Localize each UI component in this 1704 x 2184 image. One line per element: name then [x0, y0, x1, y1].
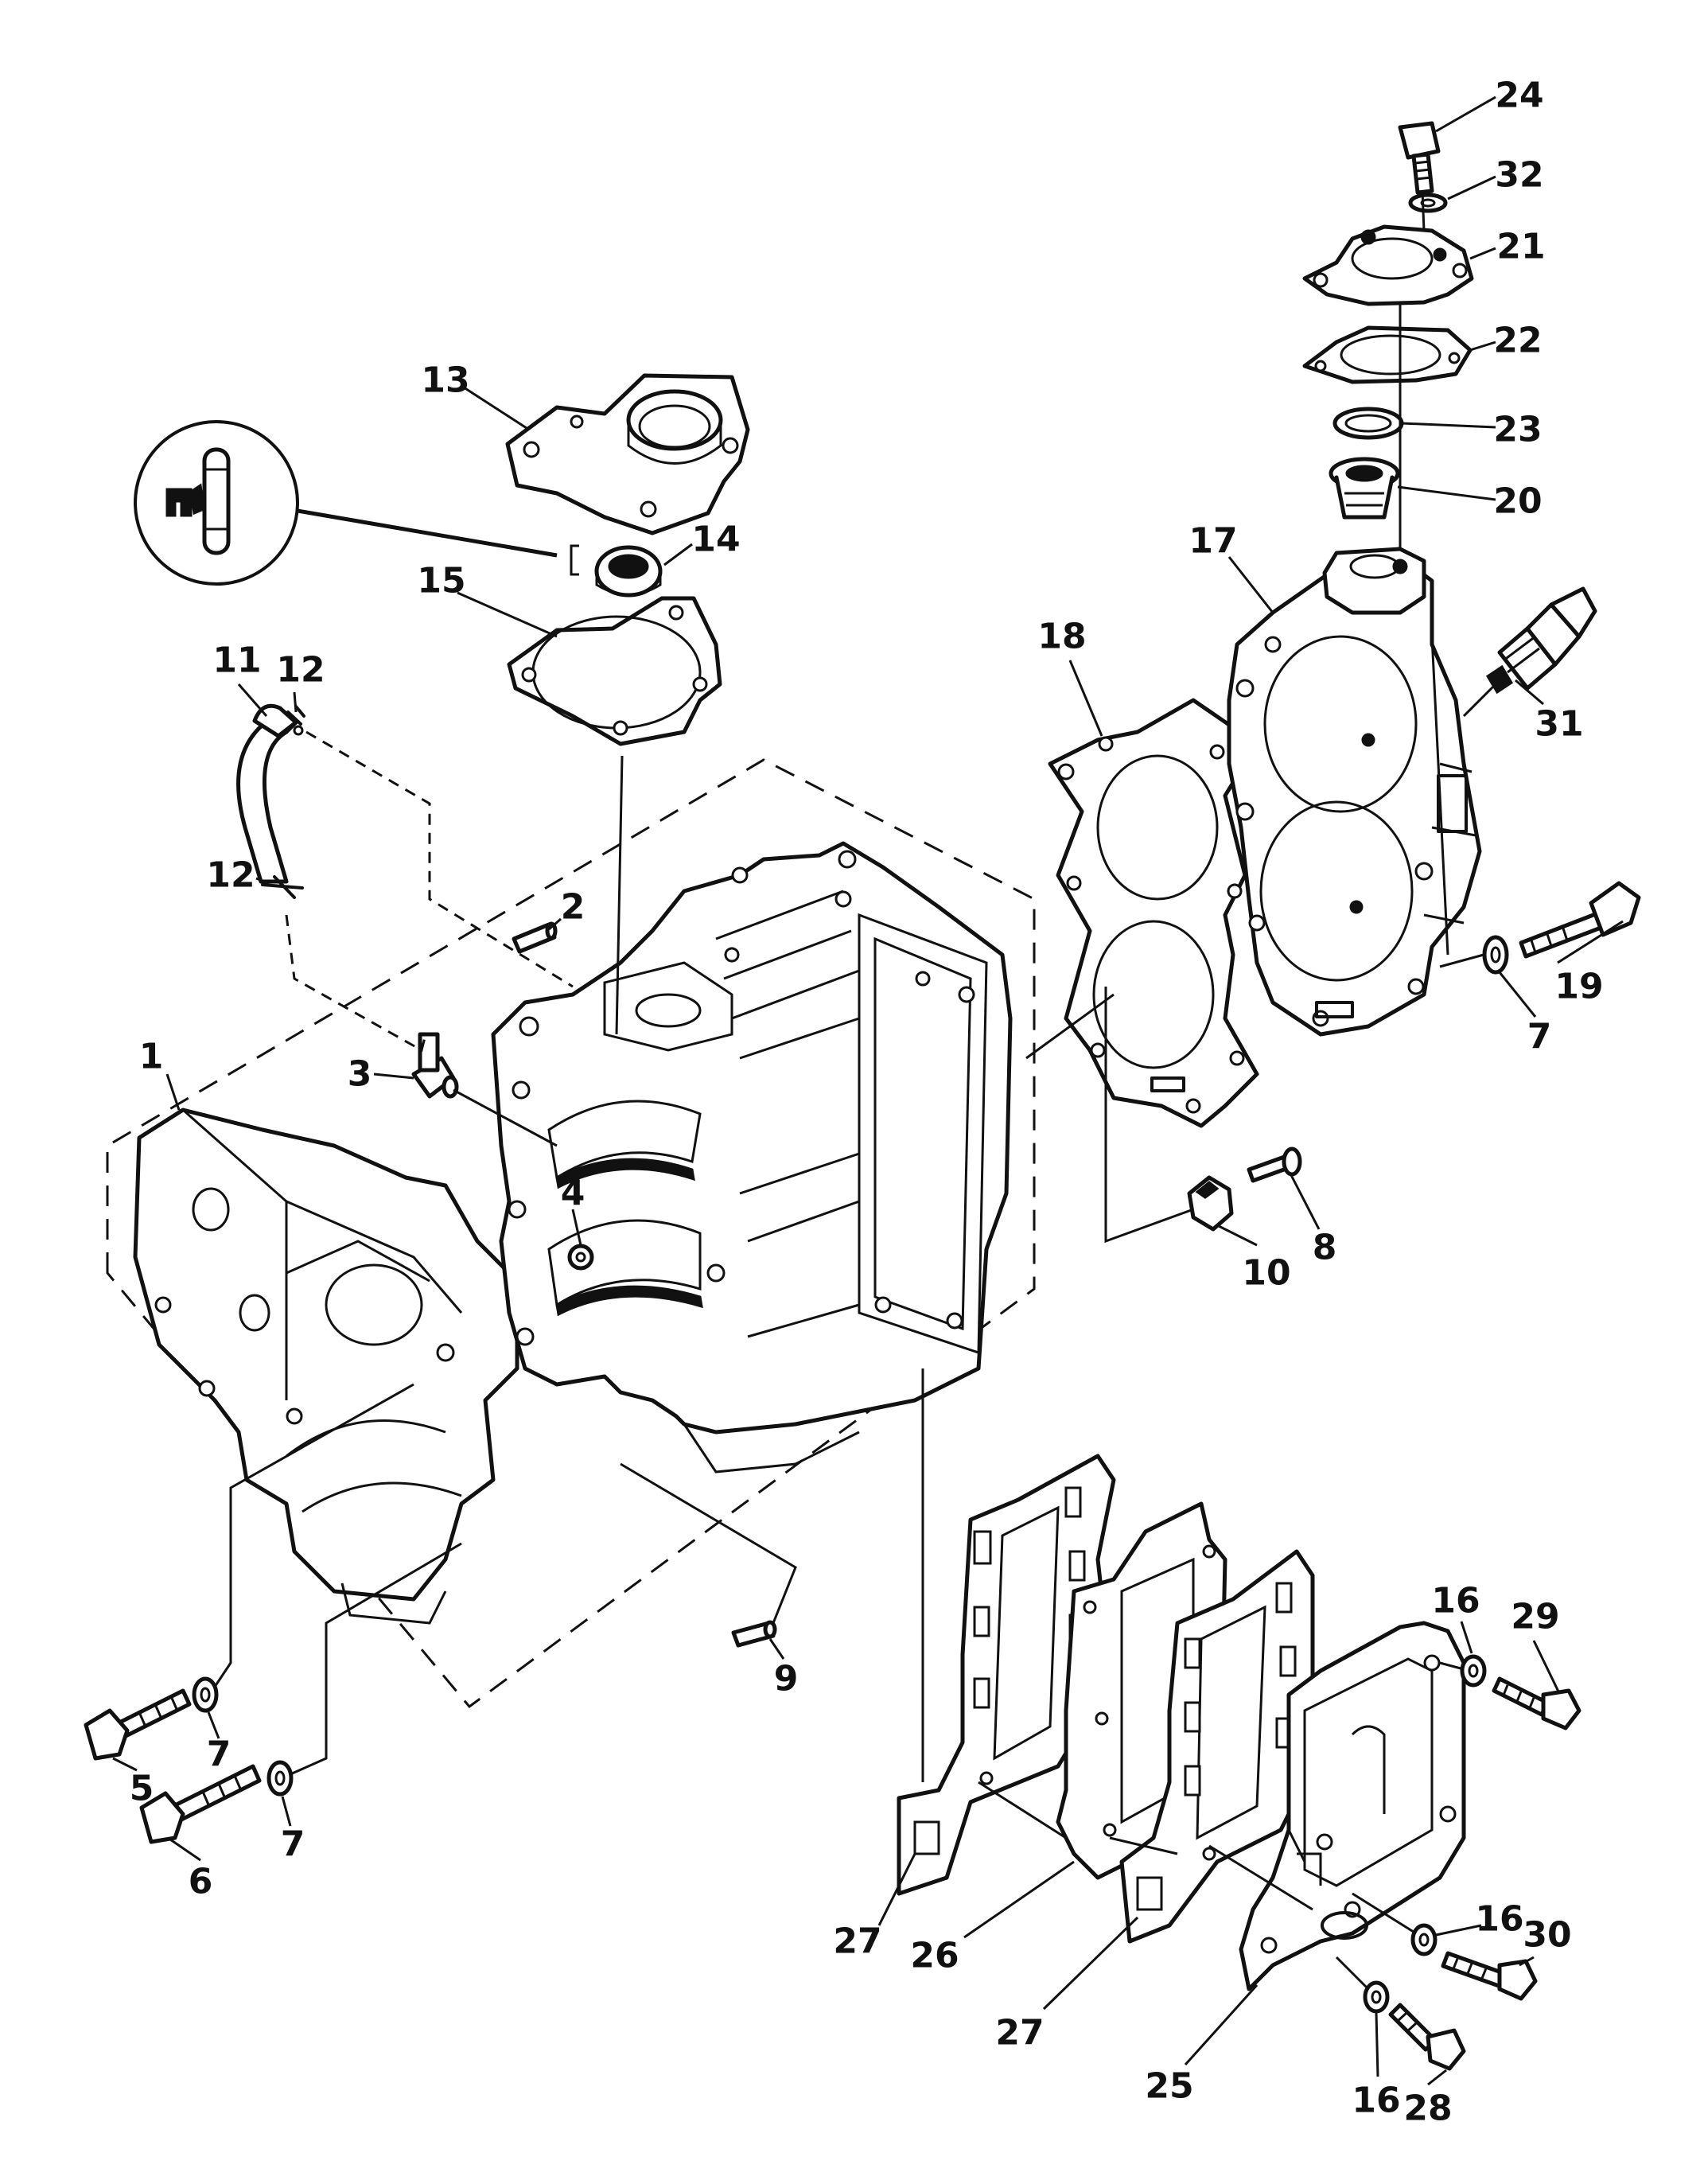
dowel-pin-lower [731, 1620, 777, 1648]
callout-19: 19 [1554, 967, 1603, 1007]
callout-32: 32 [1495, 155, 1543, 196]
assembly-line-washer-30 [1352, 1892, 1417, 1935]
cylinder-head [1227, 547, 1482, 1037]
callout-7-crankcase-upper: 7 [207, 1734, 231, 1775]
crankcase-bolt-long [139, 1764, 262, 1844]
callout-25: 25 [1145, 2066, 1193, 2107]
callout-22: 22 [1493, 321, 1542, 361]
crankcase-bolt-washer-upper [192, 1676, 219, 1713]
assembly-line-end-cap [615, 755, 624, 1035]
callout-12-lower: 12 [206, 855, 255, 896]
assembly-line-spark [1462, 683, 1497, 718]
crankcase-bolt-washer-lower [266, 1760, 294, 1797]
callout-13: 13 [421, 360, 469, 401]
thermostat [1329, 457, 1400, 520]
callout-7-head: 7 [1527, 1017, 1552, 1057]
callout-12-upper: 12 [276, 650, 325, 691]
assembly-line-hose [305, 730, 574, 988]
assembly-line-dowel [620, 1462, 797, 1624]
assembly-line-bolt-24 [1421, 190, 1426, 232]
callout-8: 8 [1313, 1228, 1337, 1268]
end-cap-gasket [507, 596, 722, 746]
callout-31: 31 [1535, 704, 1583, 745]
crankcase-cover [133, 1108, 519, 1625]
exhaust-cover [1239, 1621, 1466, 1991]
exhaust-cover-bolt-lower [1441, 1951, 1538, 2001]
cylinder-block-assembly-outline [106, 758, 1036, 1709]
callout-15: 15 [417, 561, 465, 601]
hose-clamp-upper [286, 705, 305, 736]
callout-28: 28 [1403, 2089, 1452, 2129]
exhaust-gasket-front [1119, 1549, 1315, 1944]
oil-seal [570, 544, 663, 598]
callout-20: 20 [1493, 481, 1542, 522]
callout-29: 29 [1511, 1597, 1559, 1637]
callout-labels: 1 2 3 4 5 6 7 7 7 8 9 10 11 12 12 13 14 … [130, 76, 1604, 2129]
pipe-plug [567, 1244, 594, 1271]
crankcase-bolt-short [84, 1688, 192, 1761]
callout-4: 4 [561, 1174, 586, 1214]
spark-plug [1485, 586, 1597, 695]
cylinder-block [491, 841, 1013, 1474]
callout-14: 14 [691, 520, 740, 560]
exhaust-cover-washer-upper [1460, 1654, 1487, 1688]
thermostat-cover-bolt [1398, 121, 1441, 195]
bolt-washer [1408, 193, 1448, 213]
exhaust-cover-bolt-upper [1492, 1676, 1581, 1730]
callout-27-front: 27 [995, 2013, 1044, 2054]
callout-5: 5 [130, 1769, 154, 1809]
callout-1: 1 [139, 1037, 164, 1077]
thermostat-cover [1302, 224, 1474, 306]
callout-21: 21 [1496, 227, 1545, 267]
dowel-pin-upper [512, 921, 558, 954]
callout-11: 11 [212, 640, 261, 681]
exhaust-cover-bolt-bottom [1388, 2003, 1466, 2071]
callout-18: 18 [1037, 617, 1086, 657]
exhaust-cover-washer-bottom [1363, 1980, 1390, 2014]
callout-16-bottom: 16 [1352, 2081, 1400, 2121]
hose-clamp-lower [261, 875, 304, 899]
water-fitting [411, 1032, 459, 1099]
callout-26: 26 [910, 1936, 959, 1976]
assembly-line-gasket-27 [1109, 1836, 1178, 1855]
callout-7-crankcase-lower: 7 [281, 1824, 305, 1865]
assembly-line-hose-lower [285, 914, 427, 1053]
callout-9: 9 [774, 1659, 799, 1699]
end-cap [505, 373, 750, 535]
assembly-line-fitting [453, 1088, 558, 1147]
hose-detail-inset [134, 420, 558, 586]
callout-24: 24 [1495, 76, 1543, 116]
callout-30: 30 [1523, 1915, 1571, 1956]
callout-27-rear: 27 [833, 1921, 881, 1962]
exhaust-cover-washer-lower [1410, 1923, 1438, 1956]
assembly-line-plate-26 [978, 1781, 1067, 1839]
assembly-line-bolt-5 [213, 1383, 414, 1688]
head-bolt-washer [1482, 935, 1509, 975]
assembly-line-head-bolt [1439, 953, 1484, 968]
cylinder-head-gasket [1048, 698, 1259, 1128]
callout-2: 2 [561, 887, 586, 928]
assembly-line-grommet [1104, 987, 1194, 1244]
assembly-line-cover-25 [1208, 1844, 1313, 1911]
assembly-line-washer-29 [1439, 1661, 1465, 1671]
callout-3: 3 [348, 1054, 372, 1095]
callout-16-upper: 16 [1431, 1581, 1480, 1621]
thermostat-cover-gasket [1302, 325, 1473, 384]
thermostat-seal [1332, 407, 1404, 440]
assembly-line-bolt-6 [290, 1542, 462, 1776]
assembly-line-head [1025, 993, 1115, 1060]
grommet [1187, 1175, 1234, 1232]
callout-17: 17 [1189, 521, 1237, 562]
callout-23: 23 [1493, 410, 1542, 450]
cylinder-head-bolt [1519, 881, 1641, 959]
callout-10: 10 [1242, 1253, 1290, 1294]
callout-6: 6 [189, 1862, 213, 1902]
callout-16-middle: 16 [1475, 1899, 1523, 1940]
callout-leaders [112, 95, 1624, 2086]
assembly-line-washer-28 [1335, 1956, 1370, 1991]
